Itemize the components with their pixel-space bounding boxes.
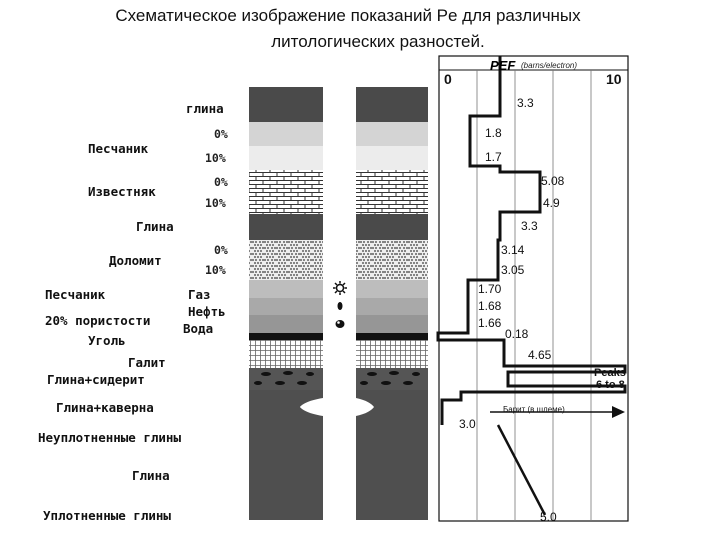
pef-val-oil: 1.68: [478, 299, 502, 313]
label-gas: Газ: [188, 287, 211, 302]
pct-dolo-10: 10%: [205, 263, 226, 277]
label-halite: Галит: [128, 355, 166, 370]
label-clay-siderite: Глина+сидерит: [47, 372, 145, 387]
limestone-0-layer: [249, 170, 323, 192]
pef-val-clay: 3.3: [521, 219, 538, 233]
pef-scale-max: 10: [606, 71, 622, 87]
sandstone-0-layer-r: [356, 122, 428, 146]
dolomite-0-layer: [249, 240, 323, 258]
pef-val-siderite-b: 6 to 8: [596, 379, 625, 391]
title-line-1: Схематическое изображение показаний Pe д…: [115, 6, 581, 25]
water-sand-layer-r: [356, 315, 428, 333]
title-line-2: литологических разностей.: [271, 32, 485, 51]
coal-layer-r: [356, 333, 428, 340]
pef-val-halite: 4.65: [528, 348, 552, 362]
pef-header: PEF: [490, 58, 516, 73]
label-oil: Нефть: [188, 304, 226, 319]
label-water: Вода: [183, 321, 214, 336]
label-porosity: 20% пористости: [45, 313, 151, 328]
pef-unit: (barns/electron): [521, 61, 578, 70]
label-loose-clays: Неуплотненные глины: [38, 430, 181, 445]
pef-val-loose: 3.0: [459, 417, 476, 431]
pef-curve: [436, 56, 627, 425]
sandstone-0-layer: [249, 122, 323, 146]
label-clay: Глина: [136, 219, 174, 234]
clay-top-layer-r: [356, 87, 428, 122]
dolomite-0-layer-r: [356, 240, 428, 258]
pef-grid: [476, 70, 592, 521]
pct-lime-10: 10%: [205, 196, 226, 210]
label-sandstone: Песчаник: [88, 141, 149, 156]
pef-val-dense: 5.0: [540, 510, 557, 524]
limestone-10-layer-r: [356, 192, 428, 214]
siderite-nodules: [254, 371, 314, 385]
label-dense-clays: Уплотненные глины: [43, 508, 171, 523]
pef-track: [436, 55, 629, 522]
clay-cavern-layer: [249, 390, 323, 520]
pef-barite-note: Барит (в шлеме): [503, 405, 565, 414]
label-coal: Уголь: [88, 333, 126, 348]
pct-sand-10: 10%: [205, 151, 226, 165]
barite-arrow-icon: [612, 406, 625, 418]
water-drop-icon: [335, 320, 345, 328]
sandstone-10-layer-r: [356, 146, 428, 170]
gas-sand-layer: [249, 280, 323, 298]
pef-val-dolo-0: 3.14: [501, 243, 525, 257]
siderite-nodules-r: [360, 371, 420, 385]
clay-top-layer: [249, 87, 323, 122]
gas-icon: [333, 281, 347, 295]
oil-sand-layer-r: [356, 298, 428, 315]
label-clay-top: глина: [186, 101, 224, 116]
pef-scale-min: 0: [444, 71, 452, 87]
pef-val-gas: 1.70: [478, 282, 502, 296]
clay-layer: [249, 214, 323, 240]
gas-sand-layer-r: [356, 280, 428, 298]
coal-layer: [249, 333, 323, 340]
fluid-symbols: [333, 281, 347, 328]
pct-dolo-0: 0%: [214, 243, 228, 257]
clay-cavern-layer-r: [356, 390, 428, 520]
pef-val-coal: 0.18: [505, 327, 529, 341]
limestone-10-layer: [249, 192, 323, 214]
right-column: [356, 87, 428, 520]
clay-layer-r: [356, 214, 428, 240]
halite-layer-r: [356, 340, 428, 368]
oil-sand-layer: [249, 298, 323, 315]
pef-val-sand-0: 1.8: [485, 126, 502, 140]
left-column: [249, 87, 323, 520]
pef-val-clay-top: 3.3: [517, 96, 534, 110]
dolomite-10-layer-r: [356, 258, 428, 280]
pef-val-lime-0: 5.08: [541, 174, 565, 188]
pef-val-siderite-a: Peaks: [594, 367, 626, 379]
label-clay-cavern: Глина+каверна: [56, 400, 154, 415]
pef-val-water: 1.66: [478, 316, 502, 330]
pef-val-sand-10: 1.7: [485, 150, 502, 164]
pef-val-dolo-10: 3.05: [501, 263, 525, 277]
halite-layer: [249, 340, 323, 368]
label-clay-low: Глина: [132, 468, 170, 483]
label-dolomite: Доломит: [109, 253, 162, 268]
pct-lime-0: 0%: [214, 175, 228, 189]
pct-sand-0: 0%: [214, 127, 228, 141]
dolomite-10-layer: [249, 258, 323, 280]
label-sandstone-2: Песчаник: [45, 287, 106, 302]
compaction-trend-line: [496, 424, 547, 516]
limestone-0-layer-r: [356, 170, 428, 192]
water-sand-layer: [249, 315, 323, 333]
oil-drop-icon: [337, 302, 343, 310]
pef-track-frame: [438, 55, 629, 522]
sandstone-10-layer: [249, 146, 323, 170]
label-limestone: Известняк: [88, 184, 156, 199]
pef-val-lime-10: 4.9: [543, 196, 560, 210]
